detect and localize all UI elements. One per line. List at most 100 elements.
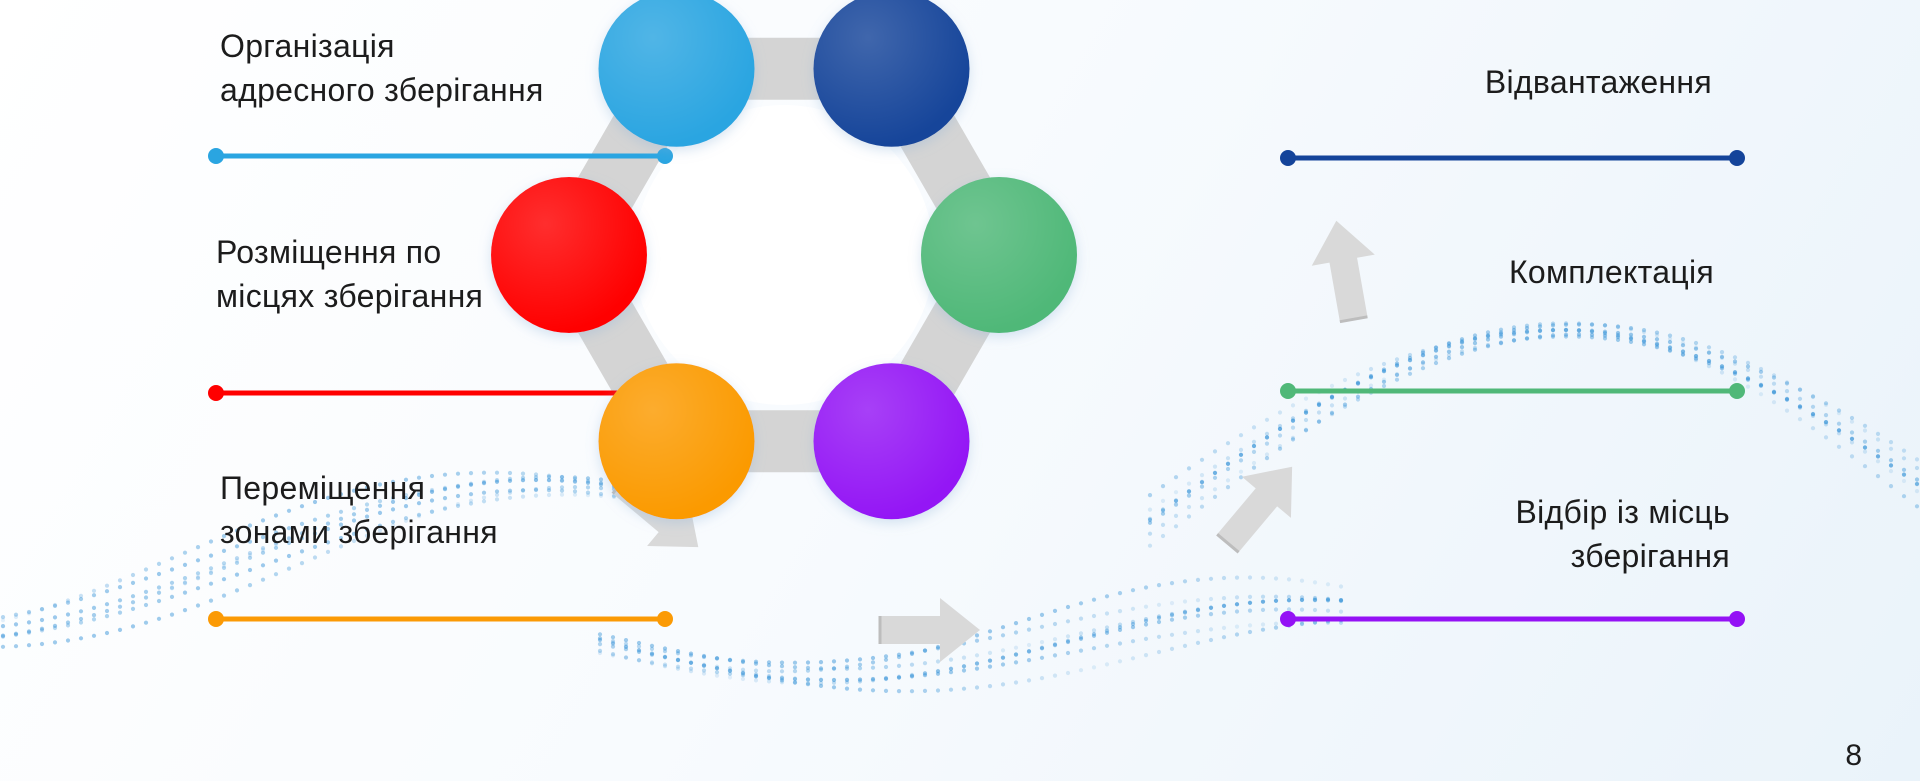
wave-dot [662, 654, 668, 659]
wave-dot [1407, 366, 1413, 371]
wave-dot [1299, 607, 1305, 612]
wave-dot [1169, 632, 1175, 637]
wave-dot [1810, 394, 1816, 399]
wave-dot [740, 658, 746, 664]
wave-dot [1888, 446, 1894, 451]
wave-dot [1849, 419, 1855, 424]
wave-dot [1225, 441, 1231, 446]
wave-dot [273, 542, 279, 547]
wave-dot [1312, 597, 1318, 602]
circle-highlight [921, 177, 1077, 333]
wave-dot [1312, 580, 1318, 585]
wave-dot [1420, 366, 1426, 371]
wave-dot [325, 521, 331, 526]
wave-dot [65, 598, 71, 603]
wave-dot [299, 521, 305, 527]
wave-dot [1485, 330, 1491, 335]
wave-dot [429, 498, 435, 503]
wave-dot [1836, 421, 1842, 426]
wave-dot [974, 633, 980, 638]
wave-dot [753, 668, 759, 673]
wave-dot [1589, 335, 1595, 340]
wave-dot [1182, 599, 1188, 604]
wave-dot [442, 506, 448, 511]
wave-dot [1472, 341, 1478, 346]
wave-dot [481, 480, 487, 485]
wave-dot [572, 479, 578, 484]
wave-dot [1667, 345, 1673, 350]
wave-dot [598, 481, 604, 486]
wave-dot [1680, 343, 1686, 348]
wave-dot [714, 664, 720, 669]
wave-dot [1329, 394, 1335, 399]
wave-dot [1667, 347, 1673, 352]
wave-dot [844, 677, 850, 683]
line-endpoint [208, 385, 224, 401]
wave-dot [792, 676, 798, 681]
wave-dot [364, 533, 370, 538]
wave-dot [805, 677, 811, 682]
wave-dot [208, 553, 214, 558]
wave-dot [507, 470, 513, 476]
wave-dot [221, 565, 227, 571]
decorative-dot-waves [0, 321, 1920, 694]
wave-dot [91, 633, 97, 638]
wave-dot [1221, 610, 1227, 615]
wave-dot [1329, 412, 1335, 417]
wave-dot [598, 486, 604, 491]
line-endpoint [1280, 150, 1296, 166]
wave-dot [416, 490, 422, 495]
wave-dot [1446, 343, 1452, 349]
wave-dot [351, 512, 357, 517]
wave-dot [117, 604, 123, 609]
wave-dot [896, 689, 902, 694]
wave-dot [1667, 336, 1673, 341]
wave-dot [1182, 630, 1188, 636]
wave-dot [1706, 358, 1712, 364]
wave-dot [1026, 658, 1032, 663]
wave-dot [1524, 323, 1530, 328]
wave-dot [1186, 514, 1192, 519]
wave-dot [429, 509, 435, 514]
wave-dot [1277, 444, 1283, 449]
wave-dot [1091, 613, 1097, 619]
wave-dot [364, 527, 370, 532]
wave-dot [1169, 581, 1175, 586]
wave-dot [1823, 402, 1829, 407]
wave-dot [1511, 338, 1517, 343]
wave-dot [169, 585, 175, 590]
wave-dot [442, 485, 448, 490]
wave-dot [104, 608, 110, 614]
wave-dot [78, 593, 84, 598]
wave-dot [546, 478, 552, 483]
flow-arrow [1216, 466, 1293, 554]
wave-dot [1797, 387, 1803, 392]
wave-dot [1433, 345, 1439, 350]
wave-dot [195, 574, 201, 580]
wave-dot [585, 479, 591, 484]
wave-dot [1407, 355, 1413, 360]
wave-dot [247, 583, 253, 588]
wave-dot [1381, 383, 1387, 389]
circle-highlight [813, 363, 970, 520]
wave-dot [403, 516, 409, 521]
wave-dot [1745, 364, 1751, 369]
wave-dot [675, 658, 681, 663]
wave-dot [1195, 598, 1201, 603]
wave-dot [1758, 392, 1764, 397]
wave-dot [714, 656, 720, 661]
wave-dot [208, 539, 214, 544]
wave-dot [1537, 322, 1543, 327]
label-shipment: Відвантаження [1484, 64, 1712, 100]
wave-dot [701, 663, 707, 668]
wave-dot [1199, 479, 1205, 484]
label-address-storage: Організація адресного зберігання [220, 28, 544, 108]
wave-dot [52, 603, 58, 609]
wave-dot [1914, 504, 1920, 509]
wave-dot [1251, 425, 1257, 430]
wave-dot [1299, 621, 1305, 627]
wave-dot [805, 668, 811, 673]
wave-dot [533, 477, 539, 482]
wave-dot [1052, 637, 1058, 642]
wave-dot [1420, 353, 1426, 358]
